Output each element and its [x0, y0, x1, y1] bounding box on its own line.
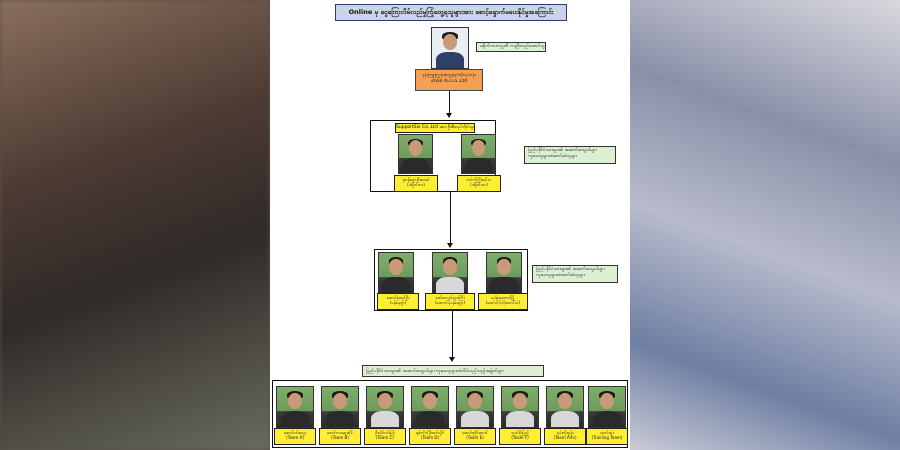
top-note: ခရိုက်ကားကုမ္ပဏီ ကနဦးတည်ထောင်သူ [476, 42, 546, 52]
level2-label-2: ဇော်ဝေလွင်သွားကြီး (ထောက်ပံ့မန်နေဂျာ) [425, 293, 475, 310]
level3-photo-5 [456, 386, 494, 428]
blurred-background-right [630, 0, 900, 450]
boss-photo [431, 27, 469, 69]
connector-arrow [447, 243, 453, 248]
level1-photo-1 [398, 134, 433, 174]
level3-photo-1 [276, 386, 314, 428]
connector-line [450, 192, 451, 244]
org-chart-document: Online မှ ငွေကြေးလိမ်လည်မှုကြုံတွေ့ရသူမျ… [270, 0, 630, 450]
level3-photo-7 [546, 386, 584, 428]
level3-label-1: ဆောင်ဝင်းသွေး(Team A) [274, 428, 316, 445]
level3-label-3: ဦးလှိုင်ဝင်းမြင့်(Team C) [364, 428, 406, 445]
level3-label-4: ချစ်ကိုကိုဦးထင်လှိုင်(Team D) [409, 428, 451, 445]
level3-label-5: ဆောင်စုစိုင်းထက်(Team E) [454, 428, 496, 445]
level3-label-2: ဓောင်ဘာဆွေထိုင်(Team B) [319, 428, 361, 445]
blurred-background-left [0, 0, 270, 450]
connector-line [452, 311, 453, 358]
level3-photo-6 [501, 386, 539, 428]
level3-header: ပြည်ပနိုင်ငံသားများ၏ အဆက်အသွယ်များ ကူးခေ… [362, 365, 544, 377]
boss-company-label: နန်းကြူးကြွန်းစုံကွန်ရက်မှီလုပ်ငန်း Zhan… [415, 69, 483, 91]
level1-note: ပြည်ပနိုင်ငံသားများ၏ အဆက်အသွယ်များ ကူးခေ… [524, 146, 616, 164]
level3-label-6: သုတ်စိုးပြည့်(Team F) [499, 428, 541, 445]
level1-label-2: ကဝဲလ်ကြိုးဒေါ်ဘ (ဒါရိုက်တာ) [457, 175, 501, 192]
chart-title: Online မှ ငွေကြေးလိမ်လည်မှုကြုံတွေ့ရသူမျ… [335, 4, 567, 21]
level3-label-7: ရမ်းကိုထွန်း(Team Arts) [544, 428, 586, 445]
level2-note: ပြည်ပနိုင်ငံသားများ၏ အဆက်အသွယ်များ ကူးခေ… [532, 265, 618, 283]
level2-label-1: ဆောင်ခုံးလွင်ဦး (မန်နေဂျာ) [377, 293, 419, 310]
level2-label-3: ယုန်ဖေ့တောင်မြို့ (ထောက်ပံ့ကိုသောင်ယံ) [478, 293, 528, 310]
connector-arrow [446, 113, 452, 118]
level1-photo-2 [461, 134, 496, 174]
level2-photo-3 [486, 252, 522, 294]
level2-photo-1 [378, 252, 414, 294]
connector-arrow [449, 357, 455, 362]
connector-line [449, 91, 450, 114]
level3-label-8: ရာဝင်ဆုံး(Training Team) [586, 428, 628, 445]
level1-header: SupportSix Co.,Ltd အား ဦးစီးလုပ်ကိုင်သူမ… [395, 123, 475, 133]
level3-photo-4 [411, 386, 449, 428]
level3-photo-3 [366, 386, 404, 428]
level2-photo-2 [432, 252, 468, 294]
level1-label-1: ဒူးပန်းသွားဦးဝေးယံ (ဒါရိုက်တာ) [394, 175, 438, 192]
level3-photo-8 [588, 386, 626, 428]
level3-photo-2 [321, 386, 359, 428]
